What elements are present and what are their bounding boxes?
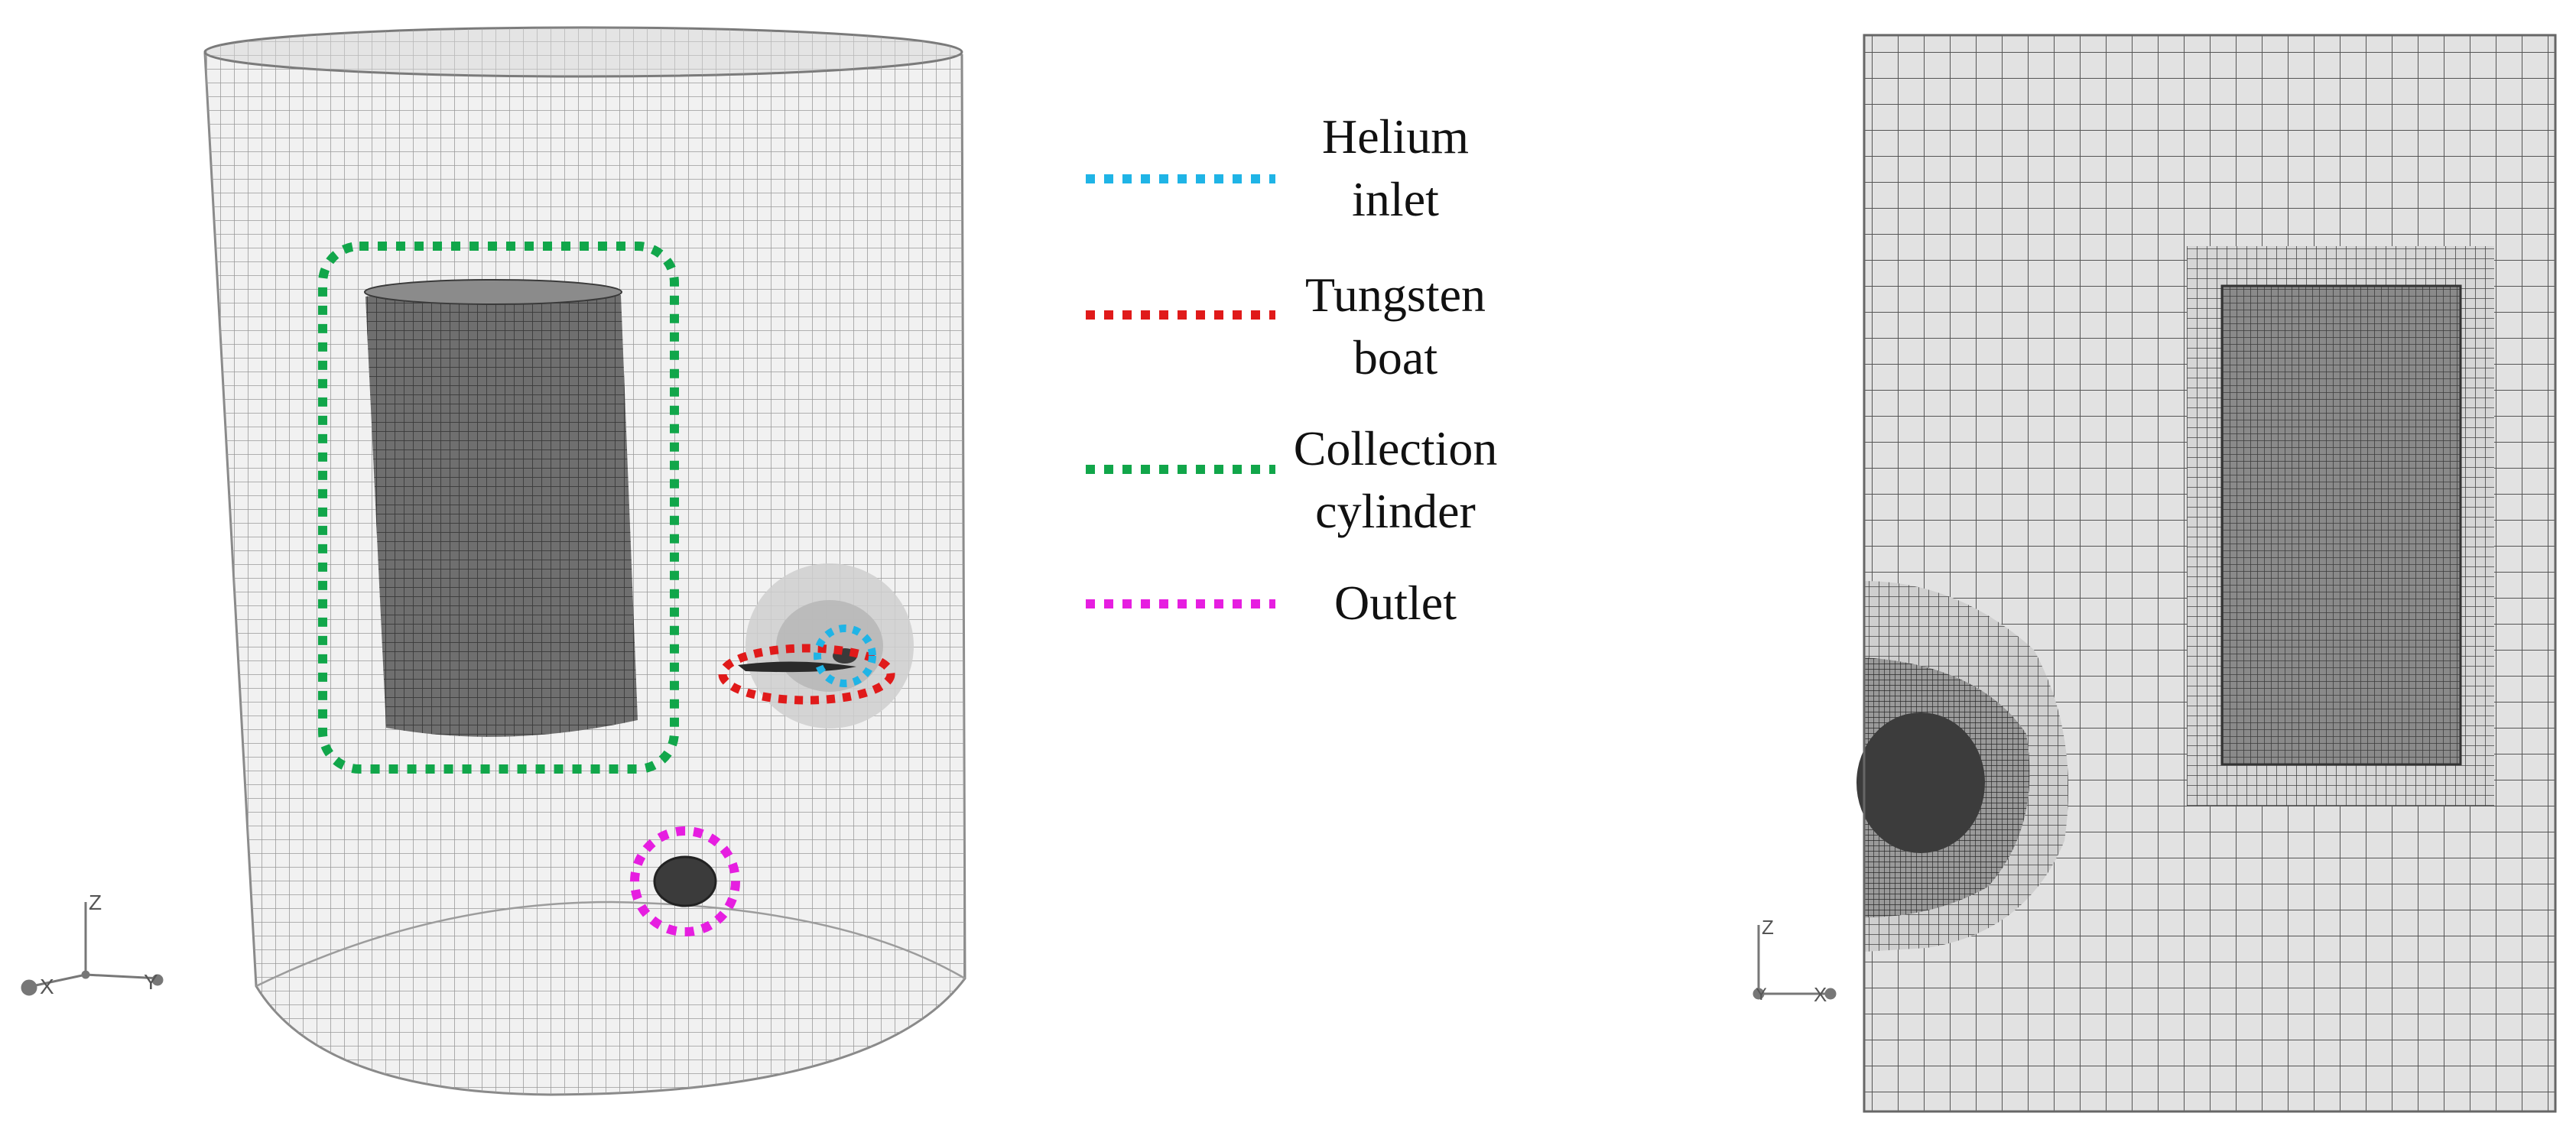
legend-label-tungsten-boat: Tungsten boat [1305, 268, 1486, 385]
legend [1086, 174, 1275, 608]
tungsten-boat [738, 661, 856, 673]
outlet-hole [653, 855, 717, 907]
collection-cylinder [364, 279, 638, 737]
legend-label-outlet: Outlet [1334, 576, 1457, 630]
outlet-outline [630, 826, 740, 936]
axis-z-label-left: Z [89, 891, 102, 914]
helium-inlet-outline [814, 625, 876, 687]
axis-x-label-right: X [1814, 983, 1827, 1006]
axis-y-label-right: Y [1756, 985, 1767, 1004]
axis-triad-right [1753, 925, 1837, 1000]
inner-cylinder-section [2220, 284, 2462, 766]
axis-triad-left [21, 902, 164, 996]
collection-cylinder-outline [318, 242, 679, 774]
mesh-slice-2d [1856, 34, 2557, 1113]
chamber-3d-mesh [203, 26, 966, 1096]
axis-x-label-left: X [40, 975, 54, 998]
axis-z-label-right: Z [1762, 916, 1774, 939]
legend-label-collection-cylinder: Collection cylinder [1293, 421, 1498, 538]
legend-label-helium-inlet: Helium inlet [1322, 109, 1469, 226]
boat-section [1856, 712, 1985, 853]
tungsten-boat-outline [718, 644, 895, 705]
axis-y-label-left: Y [144, 970, 158, 994]
